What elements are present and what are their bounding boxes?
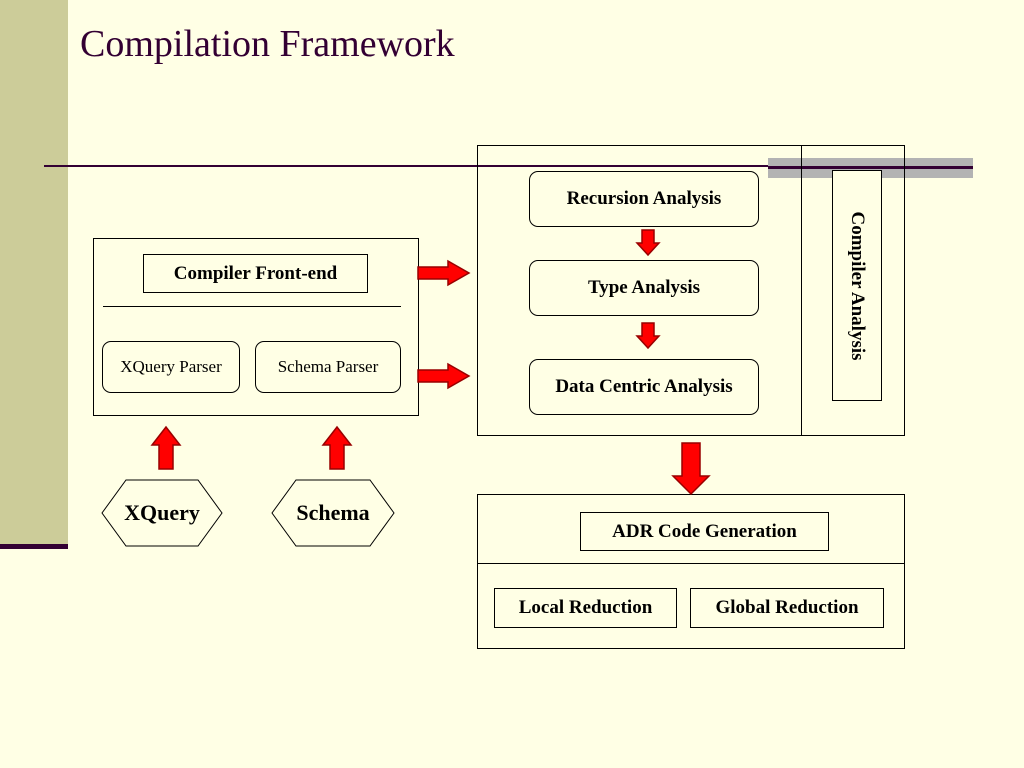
codegen-divider [477, 563, 905, 564]
global-reduction-box: Global Reduction [690, 588, 884, 628]
schema-hexagon [271, 479, 395, 547]
analysis-divider [801, 145, 802, 436]
arrow-recursion-to-type [635, 229, 661, 257]
arrow-frontend-to-analysis-bottom [417, 362, 471, 390]
schema-input-label: Schema [296, 500, 370, 525]
arrow-type-to-datacentric [635, 322, 661, 350]
title-rule-accent-line [768, 166, 973, 169]
arrow-analysis-to-codegen [671, 442, 711, 496]
xquery-hexagon [101, 479, 223, 547]
xquery-input-label: XQuery [124, 500, 200, 525]
compiler-frontend-label: Compiler Front-end [143, 254, 368, 293]
xquery-parser-box: XQuery Parser [102, 341, 240, 393]
compiler-analysis-side-box: Compiler Analysis [832, 170, 882, 401]
compiler-analysis-label: Compiler Analysis [847, 210, 868, 361]
arrow-xquery-up [150, 425, 182, 470]
sidebar-footer-bar [0, 544, 68, 549]
adr-code-generation-label: ADR Code Generation [580, 512, 829, 551]
analysis-box [477, 145, 905, 436]
frontend-divider [103, 306, 401, 307]
type-analysis-box: Type Analysis [529, 260, 759, 316]
title-rule [44, 165, 768, 167]
sidebar-band [0, 0, 68, 548]
data-centric-analysis-box: Data Centric Analysis [529, 359, 759, 415]
local-reduction-box: Local Reduction [494, 588, 677, 628]
arrow-frontend-to-analysis-top [417, 259, 471, 287]
recursion-analysis-box: Recursion Analysis [529, 171, 759, 227]
schema-parser-box: Schema Parser [255, 341, 401, 393]
arrow-schema-up [321, 425, 353, 470]
slide-title: Compilation Framework [80, 23, 455, 65]
